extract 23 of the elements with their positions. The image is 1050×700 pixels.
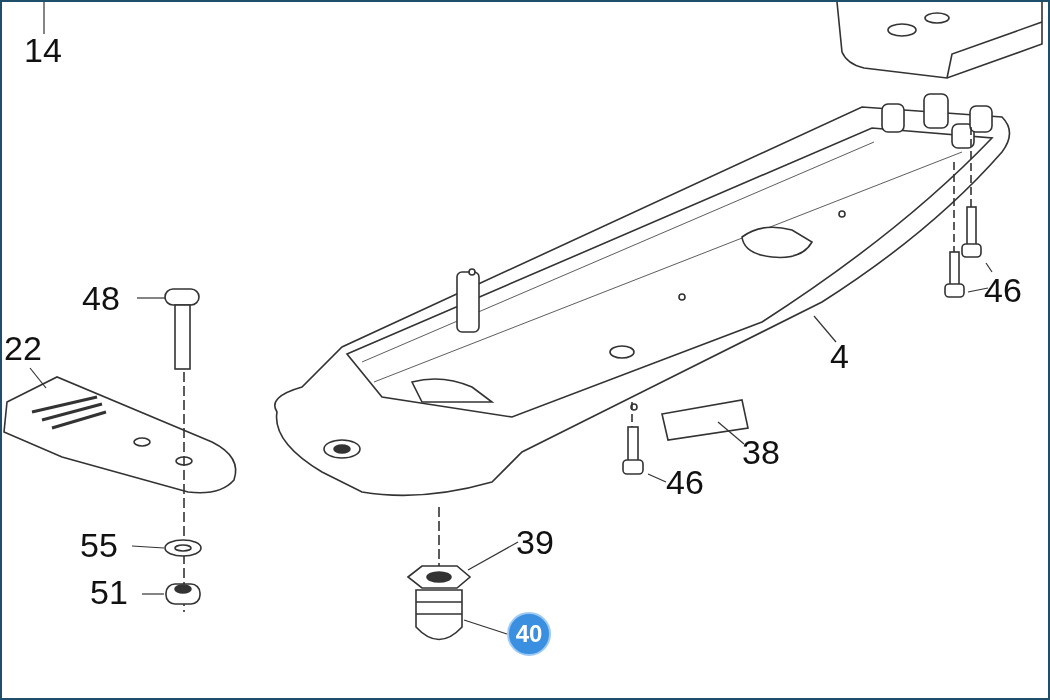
leader-line	[717, 421, 745, 445]
leader-line	[647, 473, 667, 483]
leader-line	[43, 2, 45, 35]
callout-number: 4	[830, 336, 849, 376]
leader-line	[141, 593, 165, 595]
callout-number: 46	[984, 270, 1022, 310]
callout-number: 38	[742, 432, 780, 472]
leader-line	[29, 367, 47, 389]
callout-number: 51	[90, 572, 128, 612]
callout-number: 40	[507, 612, 551, 656]
callout-number: 55	[80, 525, 118, 565]
leader-line	[131, 545, 165, 549]
leader-line	[985, 262, 993, 273]
callout-number: 22	[4, 328, 42, 368]
leader-line	[467, 541, 519, 571]
callout-number: 39	[516, 522, 554, 562]
callout-number: 14	[24, 30, 62, 70]
leader-line	[967, 287, 989, 293]
callout-number: 48	[82, 278, 120, 318]
leader-line	[463, 619, 508, 635]
leader-line	[136, 297, 166, 299]
leader-line	[813, 315, 837, 343]
callout-number: 46	[666, 462, 704, 502]
